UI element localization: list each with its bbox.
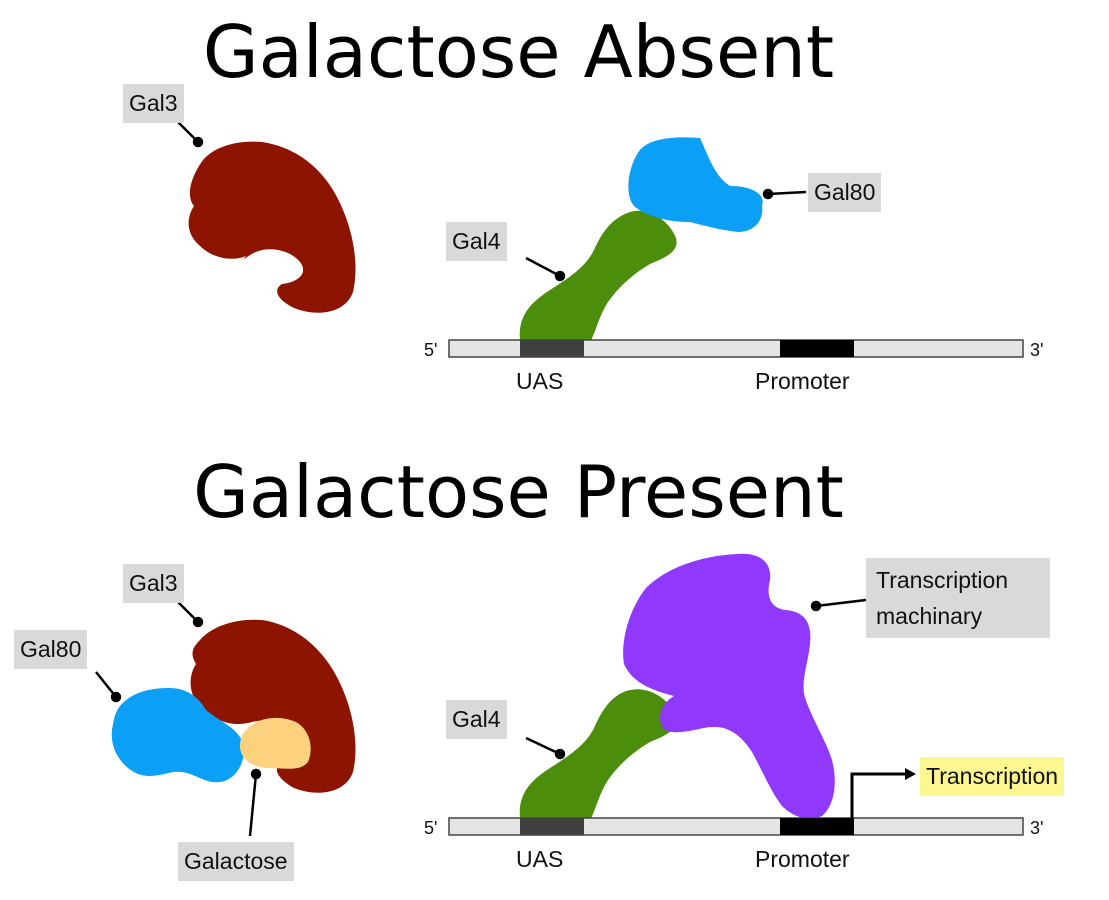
gal4-protein-bottom [519, 689, 677, 820]
gal80-protein-top [628, 137, 763, 232]
label-transcription: Transcription [920, 757, 1065, 796]
gal3-protein-bottom [190, 619, 356, 793]
label-galactose: Galactose [178, 842, 294, 881]
promoter-label-bottom: Promoter [755, 846, 850, 872]
title-galactose-present: Galactose Present [193, 450, 844, 534]
title-galactose-absent: Galactose Absent [202, 10, 835, 94]
uas-region-top [520, 340, 584, 357]
gal4-protein-top [519, 210, 677, 342]
dna-strand-top [448, 339, 1024, 358]
label-gal80-top: Gal80 [808, 173, 882, 212]
gal80-protein-bottom [111, 688, 245, 783]
five-prime-label-top: 5' [424, 340, 438, 360]
transcription-arrow [850, 768, 916, 818]
uas-region-bottom [520, 818, 584, 835]
label-gal4-bottom: Gal4 [446, 700, 507, 739]
promoter-region-bottom [780, 818, 854, 835]
label-gal80-bottom: Gal80 [14, 630, 88, 669]
label-gal3-bottom: Gal3 [123, 564, 184, 603]
three-prime-label-bottom: 3' [1030, 818, 1044, 838]
galactose-molecule [240, 717, 311, 769]
label-gal3-top: Gal3 [123, 84, 184, 123]
promoter-label-top: Promoter [755, 368, 850, 394]
five-prime-label-bottom: 5' [424, 818, 438, 838]
transcription-machinery [623, 553, 835, 819]
three-prime-label-top: 3' [1030, 340, 1044, 360]
gal3-protein-top [188, 141, 356, 313]
uas-label-top: UAS [516, 368, 564, 394]
uas-label-bottom: UAS [516, 846, 564, 872]
dna-strand-bottom [448, 817, 1024, 836]
promoter-region-top [780, 340, 854, 357]
label-gal4-top: Gal4 [446, 222, 507, 261]
label-transcription-machinery: Transcription machinary [866, 558, 1050, 638]
